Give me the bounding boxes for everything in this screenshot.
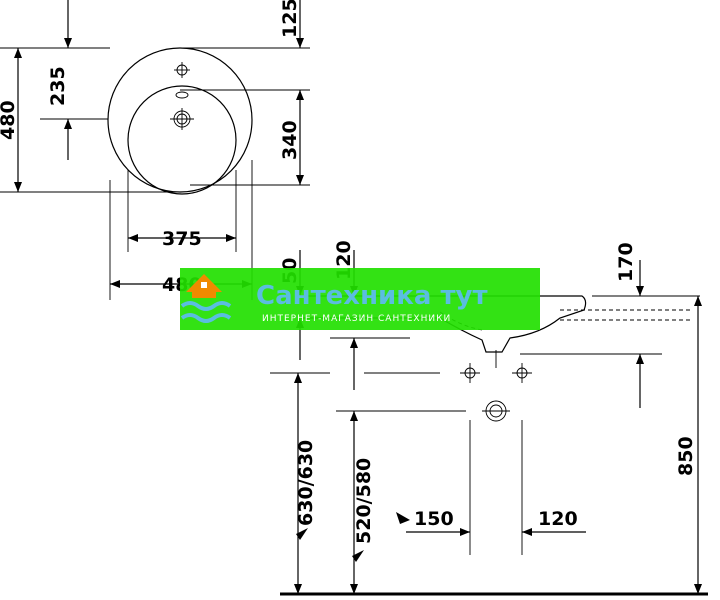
basin-inner-bowl <box>127 85 237 195</box>
dimension-labels: 125 235 480 340 375 480 50 120 170 850 6… <box>0 0 697 544</box>
dim-375: 375 <box>162 228 202 250</box>
watermark-band <box>180 268 540 330</box>
dim-480-left: 480 <box>0 100 19 140</box>
dim-150: 150 <box>414 508 454 530</box>
dim-120-bottom: 120 <box>538 508 578 530</box>
house-wave-logo-icon <box>180 274 232 323</box>
watermark-tagline: ИНТЕРНЕТ-МАГАЗИН САНТЕХНИКИ <box>262 314 451 324</box>
overflow-hole <box>175 91 189 99</box>
tap-hole <box>174 62 190 78</box>
water-inlet-right <box>512 363 532 383</box>
watermark-brand: Сантехника тут <box>256 281 488 311</box>
drain-outlet <box>482 400 510 422</box>
watermark: Сантехника тут ИНТЕРНЕТ-МАГАЗИН САНТЕХНИ… <box>180 268 540 330</box>
dim-235: 235 <box>47 66 69 106</box>
side-view <box>270 250 708 596</box>
drain-hole <box>170 108 194 130</box>
dim-850: 850 <box>675 436 697 476</box>
dim-630: 630/630 <box>295 440 317 526</box>
dim-125: 125 <box>279 0 301 38</box>
dim-340: 340 <box>279 120 301 160</box>
plan-view <box>0 0 310 300</box>
dim-520: 520/580 <box>353 458 375 544</box>
dim-170: 170 <box>615 242 637 282</box>
water-inlet-left <box>460 363 480 383</box>
